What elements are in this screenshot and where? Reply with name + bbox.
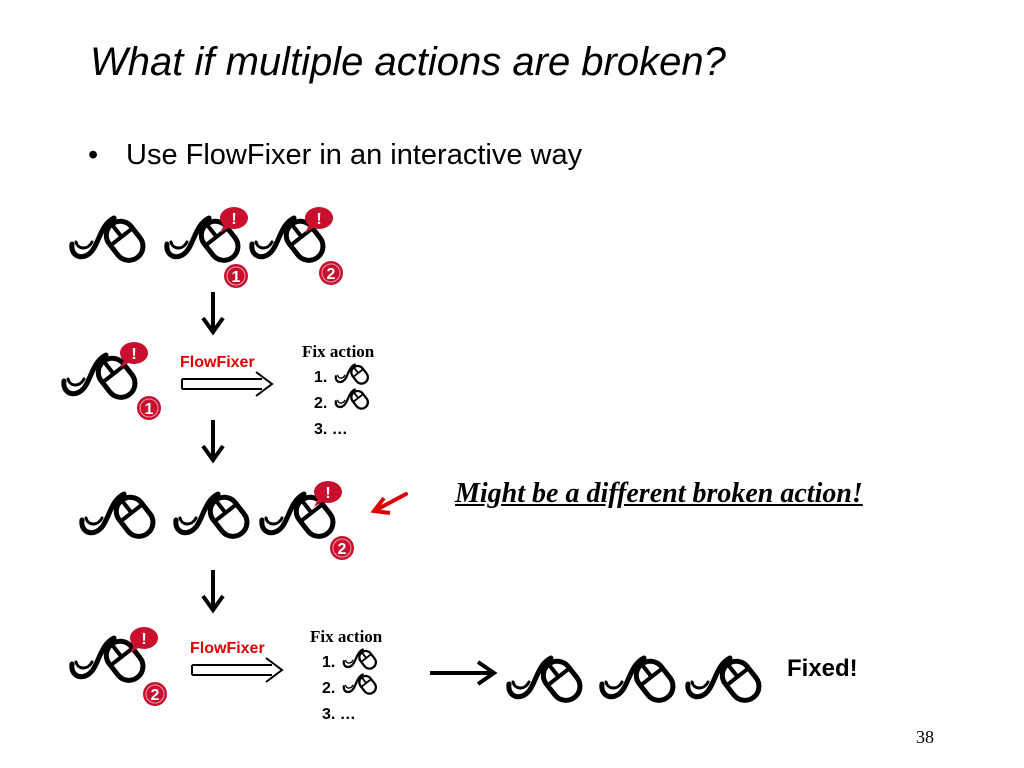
page-number: 38 <box>916 727 934 747</box>
mouse-icon <box>684 648 768 710</box>
alert-icon <box>120 342 148 368</box>
number-badge-1: 1 <box>136 395 162 421</box>
mouse-icon <box>334 387 372 413</box>
svg-text:2: 2 <box>327 266 336 283</box>
fixed-label: Fixed! <box>787 655 858 682</box>
right-double-arrow-icon <box>181 371 274 397</box>
alert-icon <box>130 627 158 653</box>
warning-note: Might be a different broken action! <box>455 478 863 509</box>
fix-list-item: 1. <box>314 369 328 386</box>
mouse-icon <box>505 648 589 710</box>
fix-list-item: 3. … <box>322 706 356 723</box>
mouse-icon <box>78 484 162 546</box>
mouse-icon <box>172 484 256 546</box>
number-badge-2: 2 <box>318 260 344 286</box>
mouse-icon <box>334 362 372 388</box>
right-double-arrow-icon <box>191 657 284 683</box>
down-arrow-icon <box>201 420 225 464</box>
fix-list-item: 1. <box>322 654 336 671</box>
flowfixer-label: FlowFixer <box>190 640 265 657</box>
right-arrow-icon <box>430 660 498 686</box>
fix-list-item: 2. <box>314 395 328 412</box>
down-arrow-icon <box>201 292 225 336</box>
bullet-item: • Use FlowFixer in an interactive way <box>88 139 582 172</box>
down-arrow-icon <box>201 570 225 614</box>
bullet-text: Use FlowFixer in an interactive way <box>126 139 583 171</box>
fix-action-heading: Fix action <box>302 342 375 361</box>
fix-action-heading: Fix action <box>310 627 383 646</box>
alert-icon <box>314 481 342 507</box>
mouse-icon <box>342 672 380 698</box>
pointer-arrow-icon <box>370 492 408 515</box>
number-badge-2: 2 <box>329 535 355 561</box>
svg-text:2: 2 <box>338 541 347 558</box>
fix-list-item: 2. <box>322 680 336 697</box>
slide-title: What if multiple actions are broken? <box>90 40 726 84</box>
alert-icon <box>305 207 333 233</box>
mouse-icon <box>598 648 682 710</box>
number-badge-1: 1 <box>223 263 249 289</box>
fix-list-item: 3. … <box>314 421 348 438</box>
mouse-icon <box>68 208 152 270</box>
number-badge-2: 2 <box>142 681 168 707</box>
mouse-icon <box>342 647 380 673</box>
svg-text:2: 2 <box>151 687 160 704</box>
alert-icon <box>220 207 248 233</box>
svg-text:1: 1 <box>232 269 241 286</box>
svg-text:1: 1 <box>145 401 154 418</box>
bullet-dot: • <box>88 139 99 171</box>
flowfixer-label: FlowFixer <box>180 354 255 371</box>
